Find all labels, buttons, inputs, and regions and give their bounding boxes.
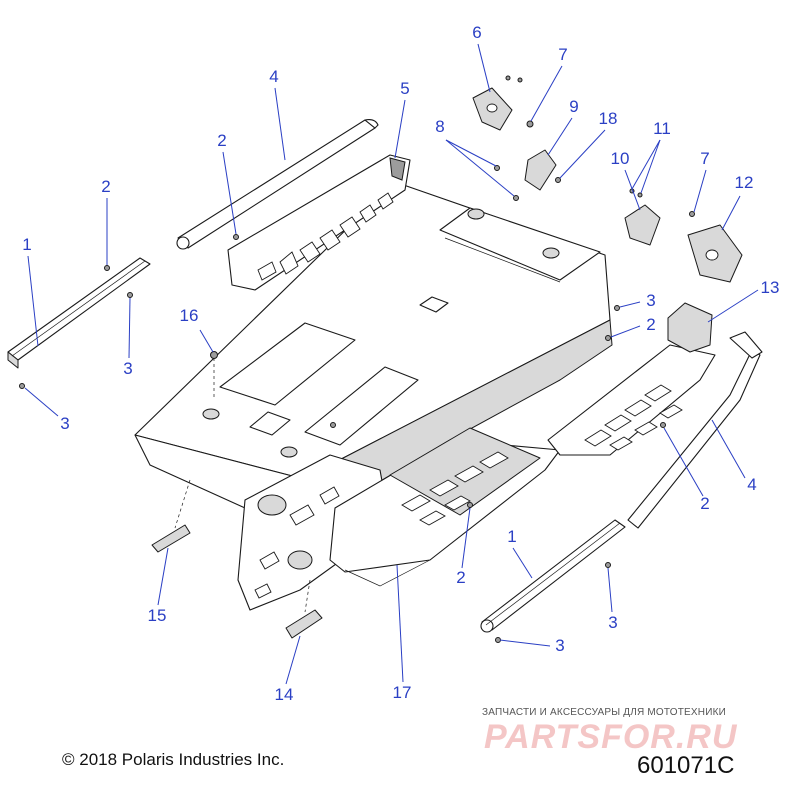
left-running-board-plate xyxy=(227,154,411,291)
bracket-9 xyxy=(524,149,557,191)
callout-label: 2 xyxy=(456,568,465,587)
callout-label: 11 xyxy=(653,119,671,138)
right-footrest-tube xyxy=(627,331,763,529)
callout-label: 4 xyxy=(269,67,278,86)
callout-label: 10 xyxy=(611,149,630,168)
right-rear-gusset xyxy=(667,302,713,353)
callout-label: 14 xyxy=(275,685,294,704)
copyright-notice: © 2018 Polaris Industries Inc. xyxy=(62,750,285,769)
right-running-board-plate xyxy=(547,344,716,456)
callout-label: 3 xyxy=(646,291,655,310)
callout-leaders xyxy=(24,43,759,685)
callout-label: 3 xyxy=(555,636,564,655)
callout-label: 1 xyxy=(22,235,31,254)
callout-label: 1 xyxy=(507,527,516,546)
bracket-10 xyxy=(624,204,661,246)
callout-label: 2 xyxy=(101,177,110,196)
callout-label: 2 xyxy=(646,315,655,334)
callout-label: 5 xyxy=(400,79,409,98)
watermark-tagline: ЗАПЧАСТИ И АКСЕССУАРЫ ДЛЯ МОТОТЕХНИКИ xyxy=(482,707,727,718)
callout-label: 13 xyxy=(761,278,780,297)
callout-label: 7 xyxy=(700,149,709,168)
left-footrest-tube xyxy=(176,119,379,250)
drawing-number: 601071C xyxy=(637,752,735,779)
callout-label: 2 xyxy=(700,494,709,513)
upper-bracket-6 xyxy=(472,87,513,131)
right-toe-clip xyxy=(480,519,626,633)
callout-label: 3 xyxy=(123,359,132,378)
callout-label: 12 xyxy=(735,173,754,192)
watermark-logo: PARTSFOR.RU xyxy=(484,718,738,756)
fasteners xyxy=(19,75,695,643)
bracket-12 xyxy=(687,224,743,283)
left-toe-clip xyxy=(7,257,151,369)
callout-label: 18 xyxy=(599,109,618,128)
tunnel-chassis xyxy=(134,181,613,611)
callout-label: 3 xyxy=(60,414,69,433)
callout-label: 7 xyxy=(558,45,567,64)
callout-label: 9 xyxy=(569,97,578,116)
callout-label: 2 xyxy=(217,131,226,150)
callout-label: 15 xyxy=(148,606,167,625)
callout-label: 8 xyxy=(435,117,444,136)
callout-label: 3 xyxy=(608,613,617,632)
callout-label: 16 xyxy=(180,306,199,325)
clip-15 xyxy=(151,524,191,553)
callout-label: 17 xyxy=(393,683,412,702)
callout-label: 4 xyxy=(747,475,756,494)
clip-14 xyxy=(285,609,323,639)
callout-label: 6 xyxy=(472,23,481,42)
